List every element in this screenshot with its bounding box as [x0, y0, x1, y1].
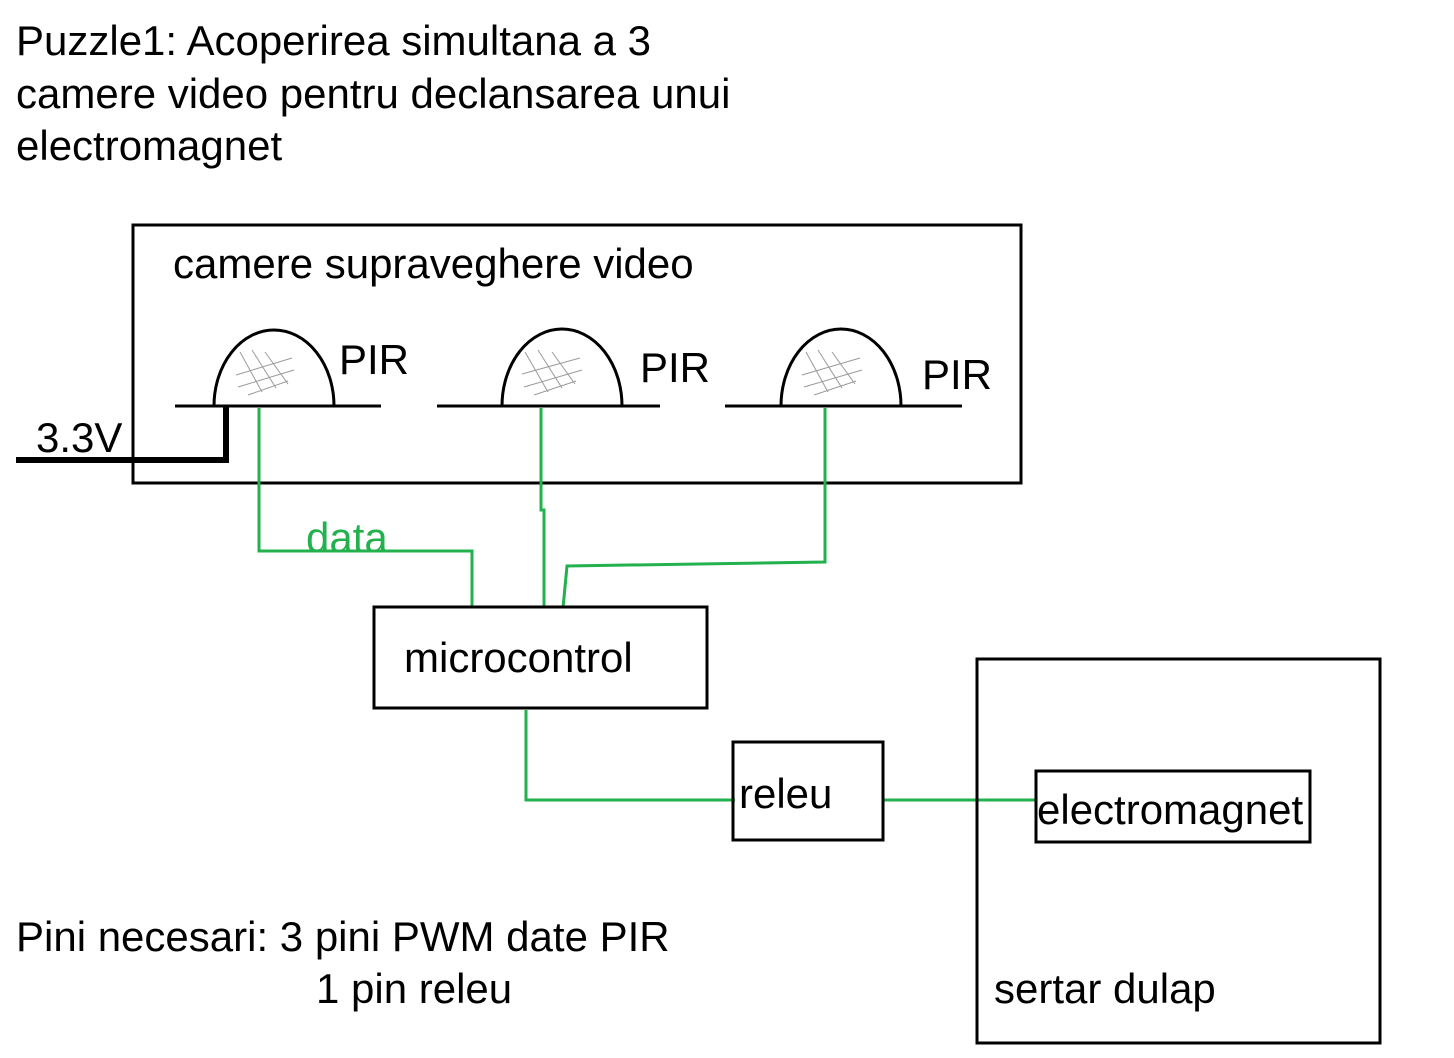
relay-label: releu [739, 770, 832, 817]
data-wire-3 [561, 408, 827, 609]
title-line-2: camere video pentru declansarea unui [16, 70, 730, 117]
pins-line-2: 1 pin releu [316, 965, 512, 1012]
power-label: 3.3V [36, 414, 122, 461]
pir-label-2: PIR [640, 344, 710, 391]
pir-sensor-1 [175, 328, 381, 408]
drawer-label: sertar dulap [994, 965, 1216, 1012]
relay-box [731, 740, 885, 842]
electromagnet-label: electromagnet [1037, 786, 1303, 833]
pir-lens-hatch-1 [235, 349, 295, 396]
data-label: data [306, 514, 388, 561]
pir-label-1: PIR [339, 336, 409, 383]
pir-lens-hatch-2 [521, 349, 583, 396]
control-wire-relay [524, 710, 735, 802]
microcontroller-box [372, 605, 709, 710]
electromagnet-box [1034, 769, 1312, 844]
pir-label-3: PIR [922, 351, 992, 398]
data-wire-1 [257, 408, 474, 608]
power-wire [16, 406, 229, 463]
pir-lens-hatch-3 [801, 349, 863, 396]
pins-line-1: Pini necesari: 3 pini PWM date PIR [16, 913, 670, 960]
title-line-1: Puzzle1: Acoperirea simultana a 3 [16, 17, 651, 64]
pir-sensor-3 [725, 327, 962, 408]
drawer-box [975, 657, 1382, 1045]
data-wires [257, 408, 1037, 802]
title-line-3: electromagnet [16, 122, 282, 169]
camera-box [131, 223, 1023, 485]
microcontroller-label: microcontrol [404, 634, 633, 681]
pir-sensor-2 [437, 327, 660, 408]
data-wire-2 [539, 408, 546, 608]
camera-box-label: camere supraveghere video [173, 240, 694, 287]
